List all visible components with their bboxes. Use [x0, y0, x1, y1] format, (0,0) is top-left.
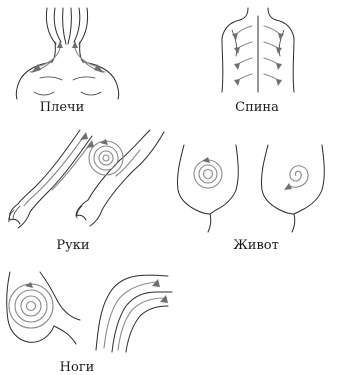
belly-illustration — [177, 145, 324, 232]
back-illustration — [222, 8, 294, 92]
caption-arms: Руки — [56, 238, 89, 253]
caption-legs: Ноги — [60, 360, 95, 375]
caption-belly: Живот — [233, 238, 279, 253]
arms-illustration — [9, 130, 164, 228]
legs-illustration — [7, 272, 172, 352]
caption-back: Спина — [235, 100, 279, 115]
caption-shoulders: Плечи — [40, 100, 85, 115]
shoulders-illustration — [16, 8, 118, 99]
